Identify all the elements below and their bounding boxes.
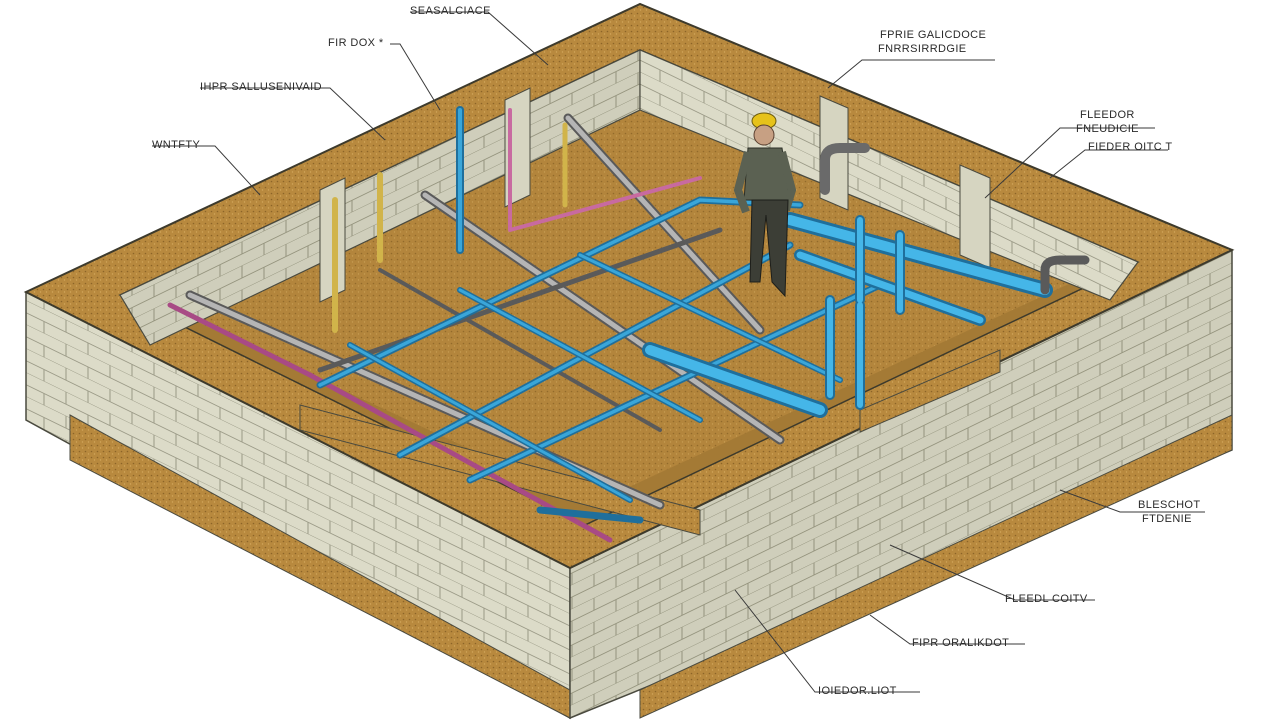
grey-pipe-4 [317,227,723,373]
leader-fleedl [889,544,1095,601]
blue-riser-right [1040,255,1090,295]
partition-wall-right-front [859,349,1001,433]
footing-right-soil [639,414,1233,719]
leader-fipr [869,614,1025,645]
label-fieder: FIEDER OITC T [1088,141,1172,153]
blue-big-1-hi [645,345,825,415]
worker-head [753,124,775,146]
blue-cross-3-hi [578,253,842,382]
leader-lines [152,11,1205,693]
label-fir-dox: FIR DOX * [328,37,384,49]
blue-big-2-hi [785,215,1050,295]
worker-arm-left [733,150,752,214]
grey-pipe-riser [820,143,870,195]
label-fleedor-line2: FNEUDICIE [1076,123,1139,135]
worker-figure [733,112,797,298]
label-ihpr: IHPR SALLUSENIVAID [200,81,322,93]
pink-pipe-2 [508,108,702,232]
pink-pipe [167,302,613,543]
grey-pipe-2-hi [565,115,763,333]
blue-loop-1-hi [827,217,903,408]
partition-wall-front [299,404,701,536]
blue-main-2-hi [398,243,792,457]
blue-big-3-hi [796,251,984,324]
label-blesciot-line2: FTDENIE [1142,513,1192,525]
leader-wntfty [152,145,261,196]
leader-top [410,11,549,66]
label-bottom: IOIEDOR.LIOT [818,685,897,697]
grey-pipe-5 [378,268,662,432]
worker-legs [749,199,789,298]
label-top: SEASALCIACE [410,5,491,17]
label-prie-line1: FPRIE GALICDOCE [880,29,986,41]
leader-fir-dox [390,43,441,111]
grey-pipe-1-hi [422,192,783,443]
label-fleedl: FLEEDL COITV [1005,593,1088,605]
label-prie-line2: FNRRSIRRDGIE [878,43,967,55]
leader-fleedor [984,127,1155,199]
blue-main-4 [536,506,644,524]
leader-prie [827,59,995,89]
blue-cross-1-hi [348,343,632,502]
label-fleedor-line1: FLEEDOR [1080,109,1135,121]
label-wntfty: WNTFTY [152,139,200,151]
leader-bottom [734,589,920,693]
partition-wall-4 [959,164,991,269]
leader-fieder [1049,149,1168,179]
label-blesciot-line1: BLESCHOT [1138,499,1201,511]
label-fipr-orat: FIPR ORALIKDOT [912,637,1009,649]
leader-blesciot [1059,489,1205,513]
leader-ihpr [200,87,386,141]
blue-cross-2-hi [458,288,702,422]
